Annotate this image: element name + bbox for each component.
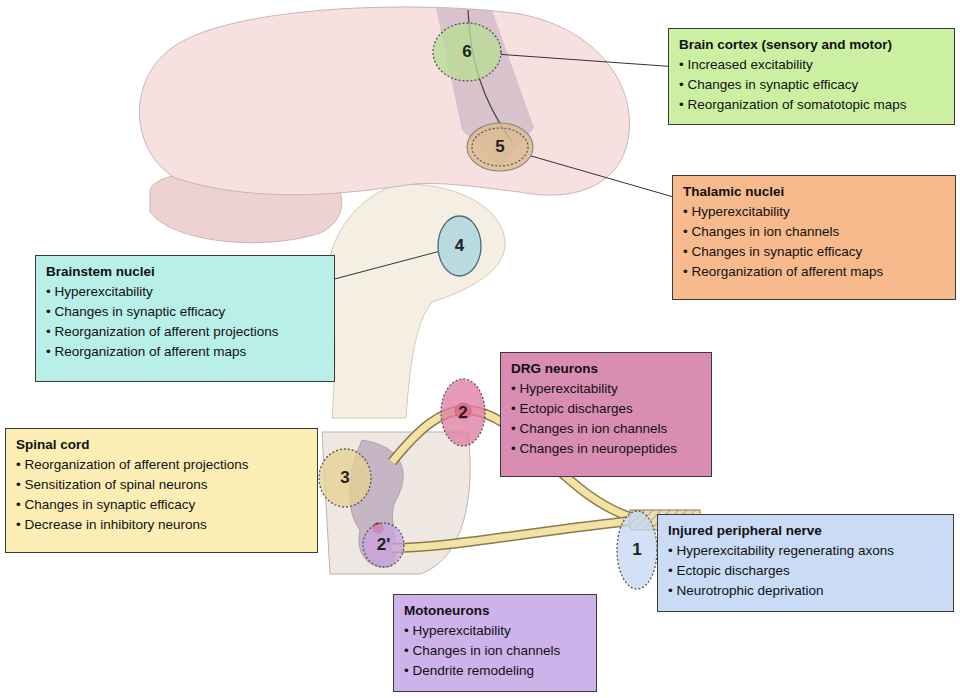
bullet-item: • Reorganization of afferent projections xyxy=(46,322,324,342)
oval-shape xyxy=(433,23,501,81)
bullet-item: • Neurotrophic deprivation xyxy=(668,581,943,601)
callout-number: 4 xyxy=(437,236,482,256)
box-heading: Thalamic nuclei xyxy=(683,182,945,202)
ventral-root-outline xyxy=(392,520,640,548)
leader-line xyxy=(335,252,438,279)
callout-box: Brain cortex (sensory and motor)• Increa… xyxy=(668,28,955,125)
bullet-item: • Changes in ion channels xyxy=(511,419,701,439)
bullet-item: • Hyperexcitability xyxy=(46,282,324,302)
bullet-item: • Dendrite remodeling xyxy=(404,661,586,681)
bullet-item: • Hyperexcitability xyxy=(683,202,945,222)
bullet-item: • Changes in ion channels xyxy=(683,222,945,242)
region-marker: 6 xyxy=(432,22,502,82)
bullet-item: • Hyperexcitability xyxy=(511,379,701,399)
region-marker: 2 xyxy=(440,378,486,447)
box-heading: Motoneurons xyxy=(404,601,586,621)
callout-number: 2' xyxy=(362,535,405,555)
bullet-item: • Reorganization of afferent maps xyxy=(46,342,324,362)
region-marker: 3 xyxy=(318,448,372,508)
oval-shape xyxy=(441,379,485,446)
bullet-item: • Changes in synaptic efficacy xyxy=(683,242,945,262)
callout-number: 1 xyxy=(616,540,658,560)
callout-number: 6 xyxy=(432,42,502,62)
bullet-item: • Reorganization of afferent maps xyxy=(683,262,945,282)
callout-box: Brainstem nuclei• Hyperexcitability• Cha… xyxy=(35,255,335,382)
callout-box: Injured peripheral nerve• Hyperexcitabil… xyxy=(657,514,954,612)
bullet-item: • Hyperexcitability xyxy=(404,621,586,641)
callout-number: 2 xyxy=(440,403,486,423)
bullet-item: • Hyperexcitability regenerating axons xyxy=(668,541,943,561)
bullet-item: • Reorganization of somatotopic maps xyxy=(679,95,944,115)
leader-line xyxy=(501,54,668,66)
cerebrum xyxy=(139,7,629,195)
box-heading: DRG neurons xyxy=(511,359,701,379)
oval-shape xyxy=(617,511,657,589)
box-heading: Brainstem nuclei xyxy=(46,262,324,282)
bullet-item: • Changes in synaptic efficacy xyxy=(16,495,307,515)
bullet-item: • Reorganization of afferent projections xyxy=(16,455,307,475)
callout-box: Spinal cord• Reorganization of afferent … xyxy=(5,428,318,553)
callout-box: DRG neurons• Hyperexcitability• Ectopic … xyxy=(500,352,712,477)
callout-number: 5 xyxy=(466,137,534,157)
bullet-item: • Decrease in inhibitory neurons xyxy=(16,515,307,535)
oval-shape xyxy=(319,449,371,507)
region-marker: 4 xyxy=(437,215,482,277)
bullet-item: • Increased excitability xyxy=(679,55,944,75)
callout-box: Motoneurons• Hyperexcitability• Changes … xyxy=(393,594,597,692)
bullet-item: • Sensitization of spinal neurons xyxy=(16,475,307,495)
bullet-item: • Changes in synaptic efficacy xyxy=(679,75,944,95)
callout-box: Thalamic nuclei• Hyperexcitability• Chan… xyxy=(672,175,956,300)
bullet-item: • Changes in ion channels xyxy=(404,641,586,661)
box-heading: Spinal cord xyxy=(16,435,307,455)
box-heading: Injured peripheral nerve xyxy=(668,521,943,541)
ventral-root xyxy=(392,520,640,548)
region-marker: 1 xyxy=(616,510,658,590)
leader-line xyxy=(531,156,672,197)
brainstem xyxy=(328,184,505,418)
oval-ring xyxy=(467,123,533,171)
bullet-item: • Ectopic discharges xyxy=(668,561,943,581)
bullet-item: • Changes in synaptic efficacy xyxy=(46,302,324,322)
bullet-item: • Changes in neuropeptides xyxy=(511,439,701,459)
callout-number: 3 xyxy=(318,468,372,488)
region-marker: 2' xyxy=(362,522,405,568)
oval-shape xyxy=(363,523,404,567)
region-marker: 5 xyxy=(466,122,534,172)
oval-shape xyxy=(438,216,481,276)
box-heading: Brain cortex (sensory and motor) xyxy=(679,35,944,55)
bullet-item: • Ectopic discharges xyxy=(511,399,701,419)
